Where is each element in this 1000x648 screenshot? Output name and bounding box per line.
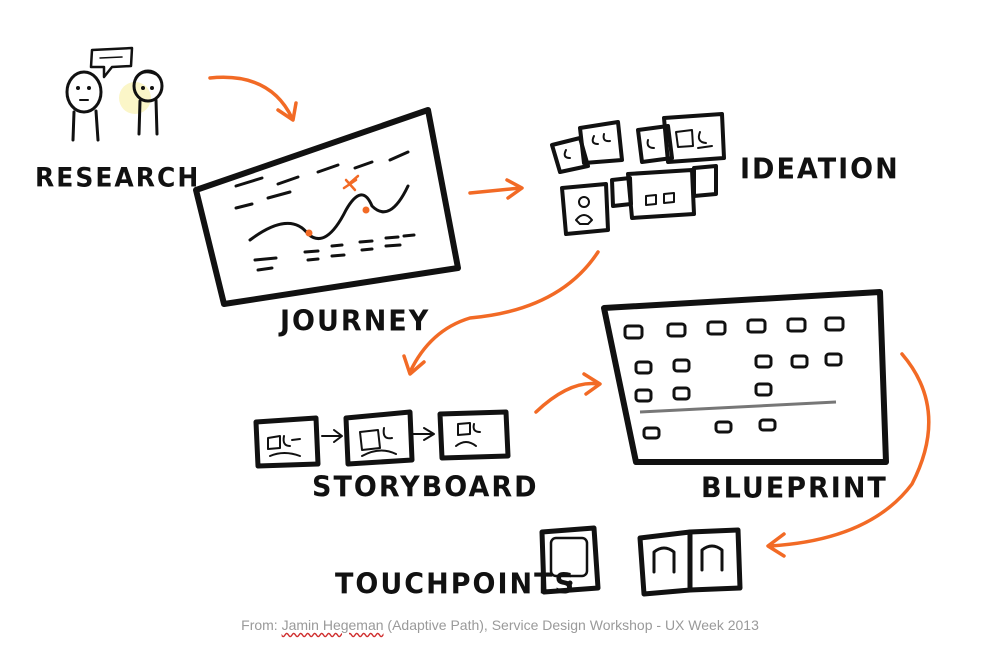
source-caption: From: Jamin Hegeman (Adaptive Path), Ser… bbox=[0, 617, 1000, 633]
caption-suffix: (Adaptive Path), Service Design Workshop… bbox=[383, 617, 759, 633]
touchpoints-label: TOUCHPOINTS bbox=[335, 568, 576, 601]
arrow-ideation-to-storyboard bbox=[402, 250, 600, 376]
ideation-label: IDEATION bbox=[740, 153, 900, 186]
research-label: RESEARCH bbox=[35, 162, 201, 193]
arrow-journey-to-ideation bbox=[468, 178, 524, 200]
blueprint-label: BLUEPRINT bbox=[701, 472, 888, 505]
arrow-blueprint-to-touchpoints bbox=[766, 352, 931, 558]
journey-label: JOURNEY bbox=[280, 305, 431, 338]
research-people-sketch bbox=[65, 46, 164, 142]
ideation-cards-sketch bbox=[550, 112, 726, 236]
touchpoints-sketch bbox=[539, 525, 743, 597]
blueprint-sketch bbox=[601, 289, 889, 465]
caption-author: Jamin Hegeman bbox=[281, 617, 384, 633]
arrow-research-to-journey bbox=[208, 75, 298, 122]
arrow-storyboard-to-blueprint bbox=[534, 372, 602, 414]
storyboard-label: STORYBOARD bbox=[312, 471, 539, 504]
storyboard-frames-sketch bbox=[253, 409, 511, 469]
journey-map-sketch bbox=[193, 107, 461, 307]
caption-prefix: From: bbox=[241, 617, 282, 633]
